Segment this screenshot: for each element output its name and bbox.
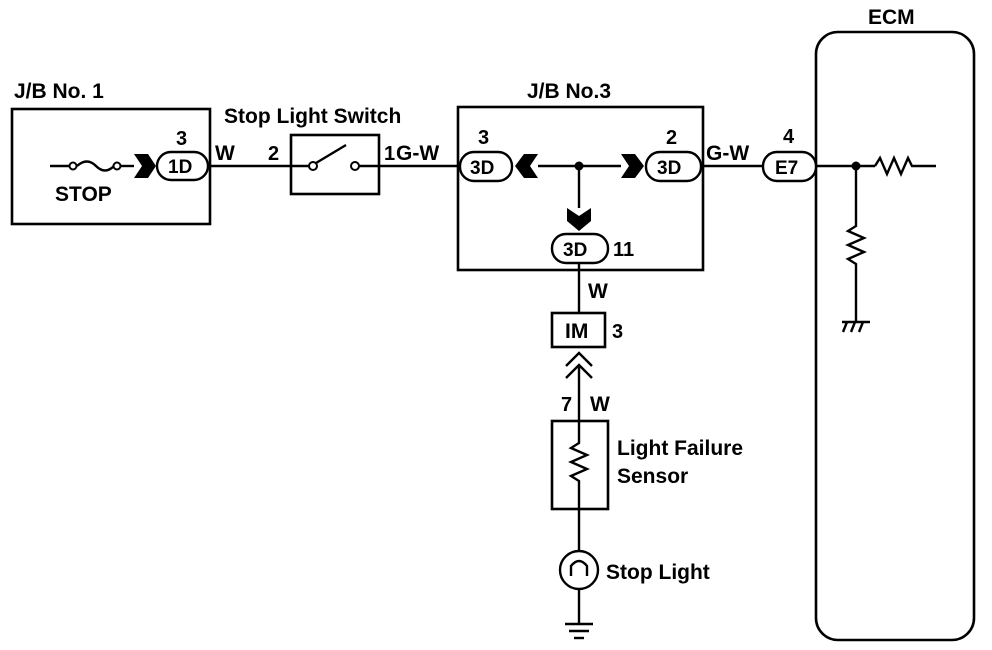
jb3-pin-left: 3 bbox=[478, 127, 489, 149]
jb3-down-arrow-icon bbox=[567, 208, 591, 231]
sensor-title-line1: Light Failure bbox=[617, 437, 743, 460]
stop-fuse-label: STOP bbox=[55, 183, 112, 206]
jb3-box bbox=[456, 105, 705, 272]
im-connector-label: IM bbox=[565, 320, 588, 343]
sensor-title-line2: Sensor bbox=[617, 465, 688, 488]
sensor-resistor-icon bbox=[568, 421, 590, 509]
im-connector bbox=[550, 311, 607, 349]
switch-contact-icon bbox=[291, 143, 379, 171]
wire-label-switch-jb3: G-W bbox=[396, 142, 439, 165]
jb3-left-arrow-icon bbox=[515, 154, 538, 178]
jb3-connector-right-label: 3D bbox=[657, 158, 681, 179]
jb1-connector-label: 1D bbox=[168, 157, 192, 178]
wire-label-im-sensor: W bbox=[590, 393, 610, 416]
switch-box bbox=[289, 133, 381, 196]
jb3-pin-right: 2 bbox=[666, 127, 677, 149]
wire-label-jb3-ecm: G-W bbox=[706, 142, 749, 165]
ecm-pulldown-resistor-icon bbox=[845, 166, 867, 322]
stop-light-label: Stop Light bbox=[606, 561, 710, 584]
ecm-connector-label: E7 bbox=[775, 158, 798, 179]
jb3-connector-left bbox=[458, 150, 514, 183]
sensor-pin: 7 bbox=[561, 394, 572, 416]
jb1-connector-arrow-icon bbox=[134, 154, 156, 178]
jb3-connector-bottom-label: 3D bbox=[563, 240, 587, 261]
jb3-pin-bottom: 11 bbox=[613, 239, 634, 261]
jb3-right-arrow-icon bbox=[621, 154, 644, 178]
jb3-title: J/B No.3 bbox=[527, 80, 611, 103]
wire-label-jb3-im: W bbox=[588, 280, 608, 303]
stop-fuse-icon bbox=[50, 160, 134, 172]
lamp-ground-icon bbox=[565, 622, 593, 640]
switch-title: Stop Light Switch bbox=[224, 105, 401, 128]
jb1-pin: 3 bbox=[176, 128, 187, 150]
im-pin: 3 bbox=[612, 321, 623, 343]
ecm-series-resistor-icon bbox=[873, 155, 936, 177]
switch-pin-out: 1 bbox=[384, 143, 395, 165]
ecm-box bbox=[814, 30, 976, 642]
stop-light-bulb-icon bbox=[558, 549, 600, 591]
ecm-pin: 4 bbox=[783, 126, 795, 148]
switch-pin-in: 2 bbox=[268, 143, 279, 165]
jb3-connector-left-label: 3D bbox=[470, 158, 494, 179]
ecm-ground-icon bbox=[841, 320, 870, 333]
ecm-title: ECM bbox=[868, 6, 915, 29]
wire-label-jb1-switch: W bbox=[215, 142, 235, 165]
jb1-title: J/B No. 1 bbox=[14, 80, 104, 103]
